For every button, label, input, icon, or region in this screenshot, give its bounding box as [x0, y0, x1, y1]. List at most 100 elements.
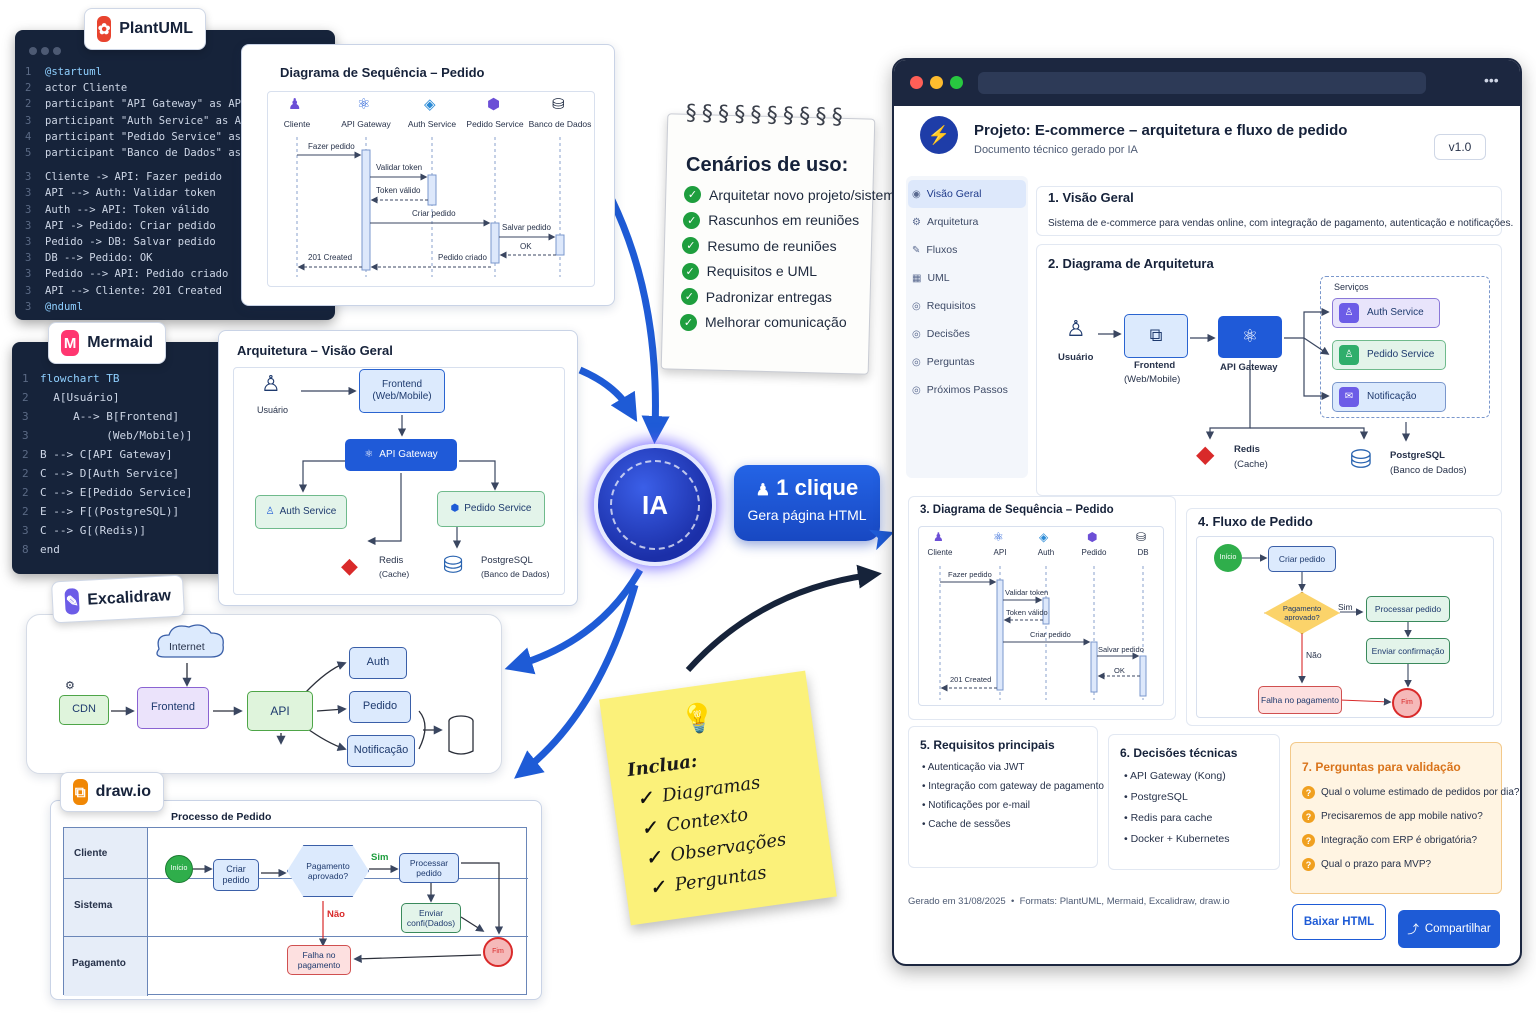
line-number: 3 [25, 114, 32, 127]
drawio-logo-icon: ⧉ [73, 779, 88, 805]
download-html-button[interactable]: Baixar HTML [1292, 904, 1386, 940]
nav-item[interactable]: ◎Requisitos [912, 300, 976, 312]
code-text: Pedido -> DB: Salvar pedido [45, 236, 216, 248]
nav-item[interactable]: ◎Próximos Passos [912, 384, 1008, 396]
one-click-title-text: 1 clique [776, 475, 859, 500]
code-text: participant "Auth Service" as Auth [45, 114, 260, 127]
code-text: actor Cliente [45, 82, 128, 95]
close-dot[interactable] [910, 76, 923, 89]
section-visao-geral [1036, 186, 1502, 236]
nav-icon: ◎ [912, 300, 921, 312]
excalidraw-lines [111, 624, 474, 755]
question-item: ?Precisaremos de app mobile nativo? [1302, 810, 1483, 823]
doc-frontend-sub-label: (Web/Mobile) [1124, 374, 1181, 385]
drawio-falha-label: Falha no pagamento [297, 949, 341, 970]
cdn-node: CDN [59, 695, 109, 725]
auth-node-sketch: Auth [349, 647, 407, 679]
doc-user-icon: ♙ [1066, 316, 1086, 341]
participant-label: API Gateway [341, 119, 391, 129]
frontend-sketch-label: Frontend [150, 701, 196, 714]
nav-item[interactable]: ◎Decisões [912, 328, 970, 340]
user-label: Usuário [257, 405, 289, 415]
window-titlebar: ••• [894, 60, 1520, 106]
excalidraw-card: Internet ⚙ CDN Frontend API Auth Pedido … [26, 614, 502, 774]
lightbulb-icon: 💡 [678, 700, 718, 737]
arrow-mermaid-to-ia [578, 366, 638, 423]
line-number: 3 [25, 219, 32, 232]
doc-seq-pedido-icon: ⬢ [1087, 530, 1098, 544]
api-node-sketch: API [247, 691, 313, 731]
question-icon: ? [1302, 834, 1315, 847]
nav-item[interactable]: ⚙Arquitetura [912, 216, 978, 228]
line-number: 2 [25, 98, 32, 111]
redis-icon: ◆ [341, 553, 358, 578]
minimize-dot[interactable] [930, 76, 943, 89]
lane-cliente: Cliente [74, 848, 108, 859]
drawio-end: Fim [483, 937, 513, 967]
code-text: API -> Pedido: Criar pedido [45, 219, 216, 232]
doc-flow-falha-label: Falha no pagamento [1261, 694, 1339, 705]
use-case-label: Melhorar comunicação [705, 314, 847, 330]
doc-flow-criar: Criar pedido [1268, 546, 1336, 572]
nav-icon: ⚙ [912, 216, 921, 228]
doc-user-label: Usuário [1058, 352, 1094, 363]
question-icon: ? [1302, 810, 1315, 823]
share-button[interactable]: ⤴Compartilhar [1398, 910, 1500, 948]
code-line: 2 A[Usuário] [22, 391, 119, 404]
pedido-sketch-label: Pedido [362, 700, 398, 713]
one-click-title: ♟ 1 clique [734, 475, 880, 501]
line-number: 2 [25, 82, 32, 95]
doc-pedido-icon: ♙ [1339, 345, 1359, 365]
nav-item[interactable]: ▦UML [912, 272, 950, 284]
nav-label: Próximos Passos [926, 384, 1008, 396]
use-case-label: Rascunhos em reuniões [708, 212, 860, 228]
question-label: Integração com ERP é obrigatória? [1321, 835, 1478, 846]
doc-flow-frame [1196, 536, 1494, 718]
message-label: OK [520, 242, 532, 251]
drawio-badge-label: draw.io [95, 783, 151, 800]
maximize-dot[interactable] [950, 76, 963, 89]
code-text: flowchart TB [40, 372, 120, 385]
project-logo-icon: ⚡ [920, 116, 958, 154]
arrow-ia-to-excalidraw [504, 568, 644, 675]
doc-flow-processar: Processar pedido [1366, 596, 1450, 622]
frontend-node-sketch: Frontend [137, 687, 209, 729]
api-gateway-node: ⚛API Gateway [345, 439, 457, 471]
address-bar[interactable] [978, 72, 1426, 94]
code-text: Pedido --> API: Pedido criado [45, 268, 229, 281]
sticky-note: 💡 Inclua: ✓Diagramas✓Contexto✓Observaçõe… [599, 670, 837, 926]
sequence-frame [267, 91, 595, 287]
decision-item: • Docker + Kubernetes [1124, 833, 1230, 845]
drawio-enviar-label: Enviar confi(Dados) [406, 907, 456, 928]
lane-pagamento: Pagamento [72, 958, 126, 969]
code-text: Cliente -> API: Fazer pedido [45, 171, 223, 184]
nav-item[interactable]: ✎Fluxos [912, 244, 957, 256]
nav-label: Decisões [926, 328, 970, 340]
code-line: 3 API -> Pedido: Criar pedido [25, 220, 216, 232]
drawio-criar: Criar pedido [213, 859, 259, 891]
notificacao-node-sketch: Notificação [347, 735, 415, 767]
doc-seq-cliente-icon: ♟ [933, 530, 944, 544]
nav-item[interactable]: ◎Perguntas [912, 356, 975, 368]
frontend-node: Frontend (Web/Mobile) [359, 369, 445, 413]
redis-sub-label: (Cache) [379, 569, 410, 579]
s6-title: 6. Decisões técnicas [1120, 746, 1238, 760]
auth-service-node: ♙Auth Service [255, 495, 347, 529]
nav-item[interactable]: ◉Visão Geral [912, 188, 981, 200]
doc-title: Projeto: E-commerce – arquitetura e flux… [974, 122, 1348, 139]
one-click-button[interactable]: ♟ 1 clique Gera página HTML [734, 465, 880, 541]
nav-icon: ✎ [912, 244, 921, 256]
frontend-sub-label: (Web/Mobile) [372, 391, 432, 402]
architecture-title: Arquitetura – Visão Geral [237, 343, 393, 358]
line-number: 3 [22, 410, 29, 423]
more-icon[interactable]: ••• [1484, 72, 1499, 88]
doc-flow-nao: Não [1306, 650, 1322, 660]
gateway-icon: ⚛ [364, 449, 374, 460]
message-label: Token válido [376, 186, 421, 195]
